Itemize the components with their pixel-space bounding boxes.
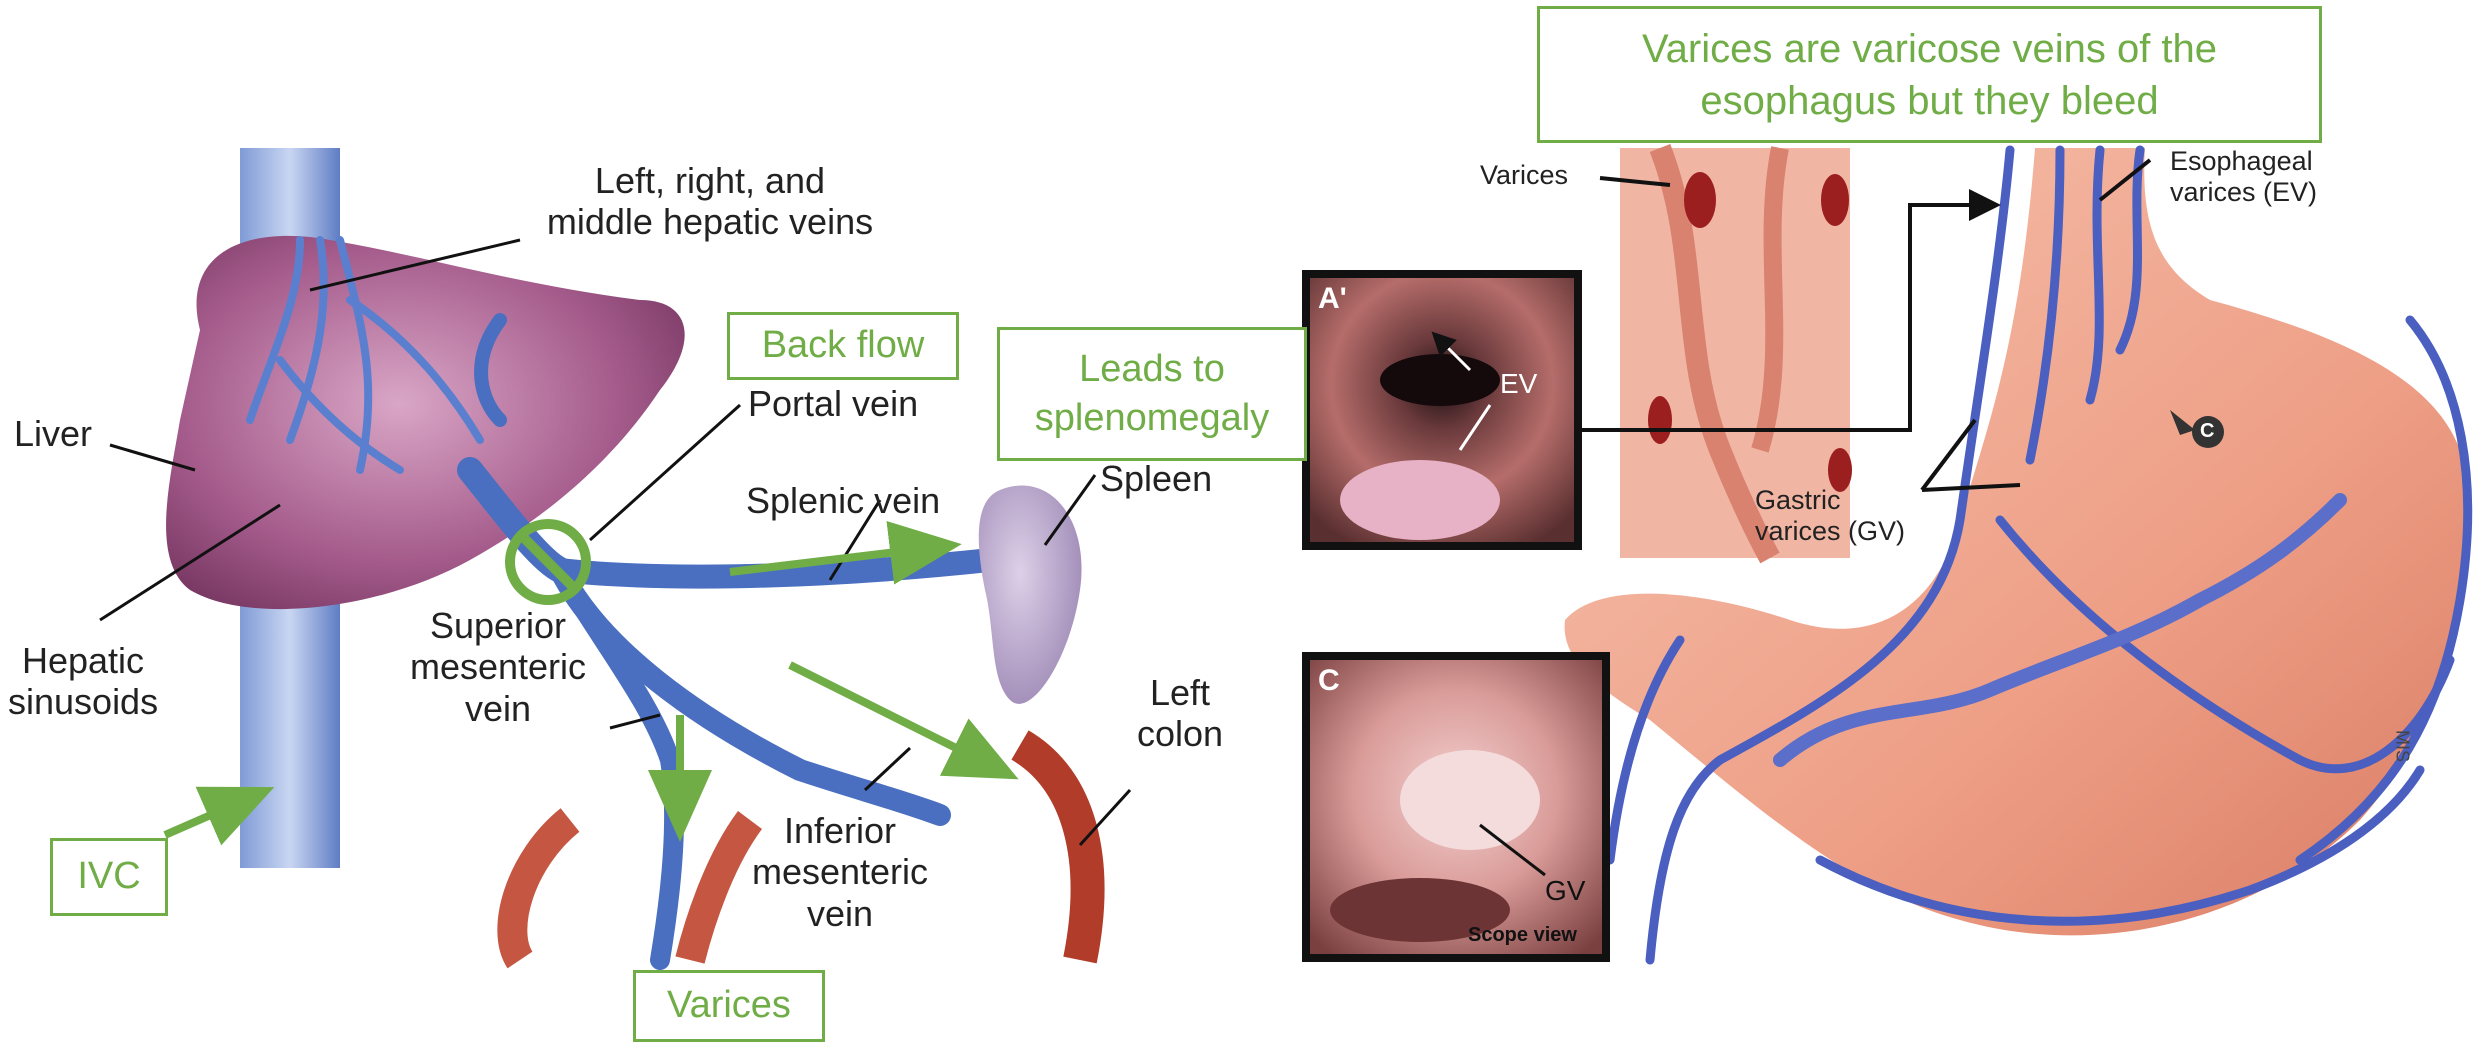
esophageal-varices-line2: varices (EV) bbox=[2170, 177, 2317, 208]
left-colon-shape bbox=[1020, 745, 1088, 960]
esophageal-varices-line1: Esophageal bbox=[2170, 146, 2317, 177]
hepatic-veins-label-line2: middle hepatic veins bbox=[520, 201, 900, 242]
spleen-shape bbox=[979, 486, 1082, 704]
liver-shape bbox=[166, 236, 685, 609]
inferior-mesenteric-line1: Inferior bbox=[740, 810, 940, 851]
back-flow-text: Back flow bbox=[762, 321, 925, 370]
scope-view-label: Scope view bbox=[1468, 924, 1577, 947]
inferior-mesenteric-line2: mesenteric bbox=[740, 851, 940, 892]
photo-c-tag: C bbox=[1318, 664, 1340, 698]
illustrator-signature: MIS bbox=[2392, 730, 2413, 762]
portal-vein-label: Portal vein bbox=[748, 383, 918, 424]
splenomegaly-line2: splenomegaly bbox=[1035, 394, 1269, 443]
superior-mesenteric-line1: Superior bbox=[408, 605, 588, 646]
gastric-varices-line1: Gastric bbox=[1755, 485, 1905, 516]
gv-photo-label: GV bbox=[1545, 875, 1585, 907]
superior-mesenteric-line2: mesenteric bbox=[408, 646, 588, 687]
circle-c-label: C bbox=[2200, 420, 2214, 443]
hepatic-sinusoids-label-line1: Hepatic bbox=[8, 640, 158, 681]
varices-title-line2: esophagus but they bleed bbox=[1700, 75, 2158, 127]
back-flow-annotation: Back flow bbox=[727, 312, 959, 380]
ev-photo-label: EV bbox=[1500, 368, 1537, 400]
varices-label: Varices bbox=[1480, 160, 1568, 191]
small-intestine-shape bbox=[512, 820, 750, 960]
photo-a-tag: A' bbox=[1318, 282, 1347, 316]
splenic-vein-label: Splenic vein bbox=[746, 480, 940, 521]
ivc-annotation: IVC bbox=[50, 838, 168, 916]
liver-label: Liver bbox=[14, 413, 92, 454]
left-colon-line2: colon bbox=[1110, 713, 1250, 754]
superior-mesenteric-line3: vein bbox=[408, 688, 588, 729]
hepatic-veins-label-line1: Left, right, and bbox=[520, 160, 900, 201]
varices-title-annotation: Varices are varicose veins of the esopha… bbox=[1537, 6, 2322, 143]
hepatic-sinusoids-label: Hepatic sinusoids bbox=[8, 640, 158, 723]
superior-mesenteric-vein-label: Superior mesenteric vein bbox=[408, 605, 588, 729]
inferior-mesenteric-vein-label: Inferior mesenteric vein bbox=[740, 810, 940, 934]
inferior-mesenteric-line3: vein bbox=[740, 893, 940, 934]
left-colon-label: Left colon bbox=[1110, 672, 1250, 755]
endoscopy-photo-c bbox=[1302, 652, 1610, 962]
varices-bottom-annotation: Varices bbox=[633, 970, 825, 1042]
varices-title-line1: Varices are varicose veins of the bbox=[1642, 23, 2217, 75]
esophageal-varices-label: Esophageal varices (EV) bbox=[2170, 146, 2317, 208]
ivc-text: IVC bbox=[77, 852, 140, 901]
splenomegaly-annotation: Leads to splenomegaly bbox=[997, 327, 1307, 461]
gastric-varices-line2: varices (GV) bbox=[1755, 516, 1905, 547]
hepatic-sinusoids-label-line2: sinusoids bbox=[8, 681, 158, 722]
left-colon-line1: Left bbox=[1110, 672, 1250, 713]
splenomegaly-line1: Leads to bbox=[1079, 345, 1225, 394]
spleen-label: Spleen bbox=[1100, 458, 1212, 499]
varices-bottom-text: Varices bbox=[667, 981, 791, 1030]
gastric-varices-label: Gastric varices (GV) bbox=[1755, 485, 1905, 547]
hepatic-veins-label: Left, right, and middle hepatic veins bbox=[520, 160, 900, 243]
